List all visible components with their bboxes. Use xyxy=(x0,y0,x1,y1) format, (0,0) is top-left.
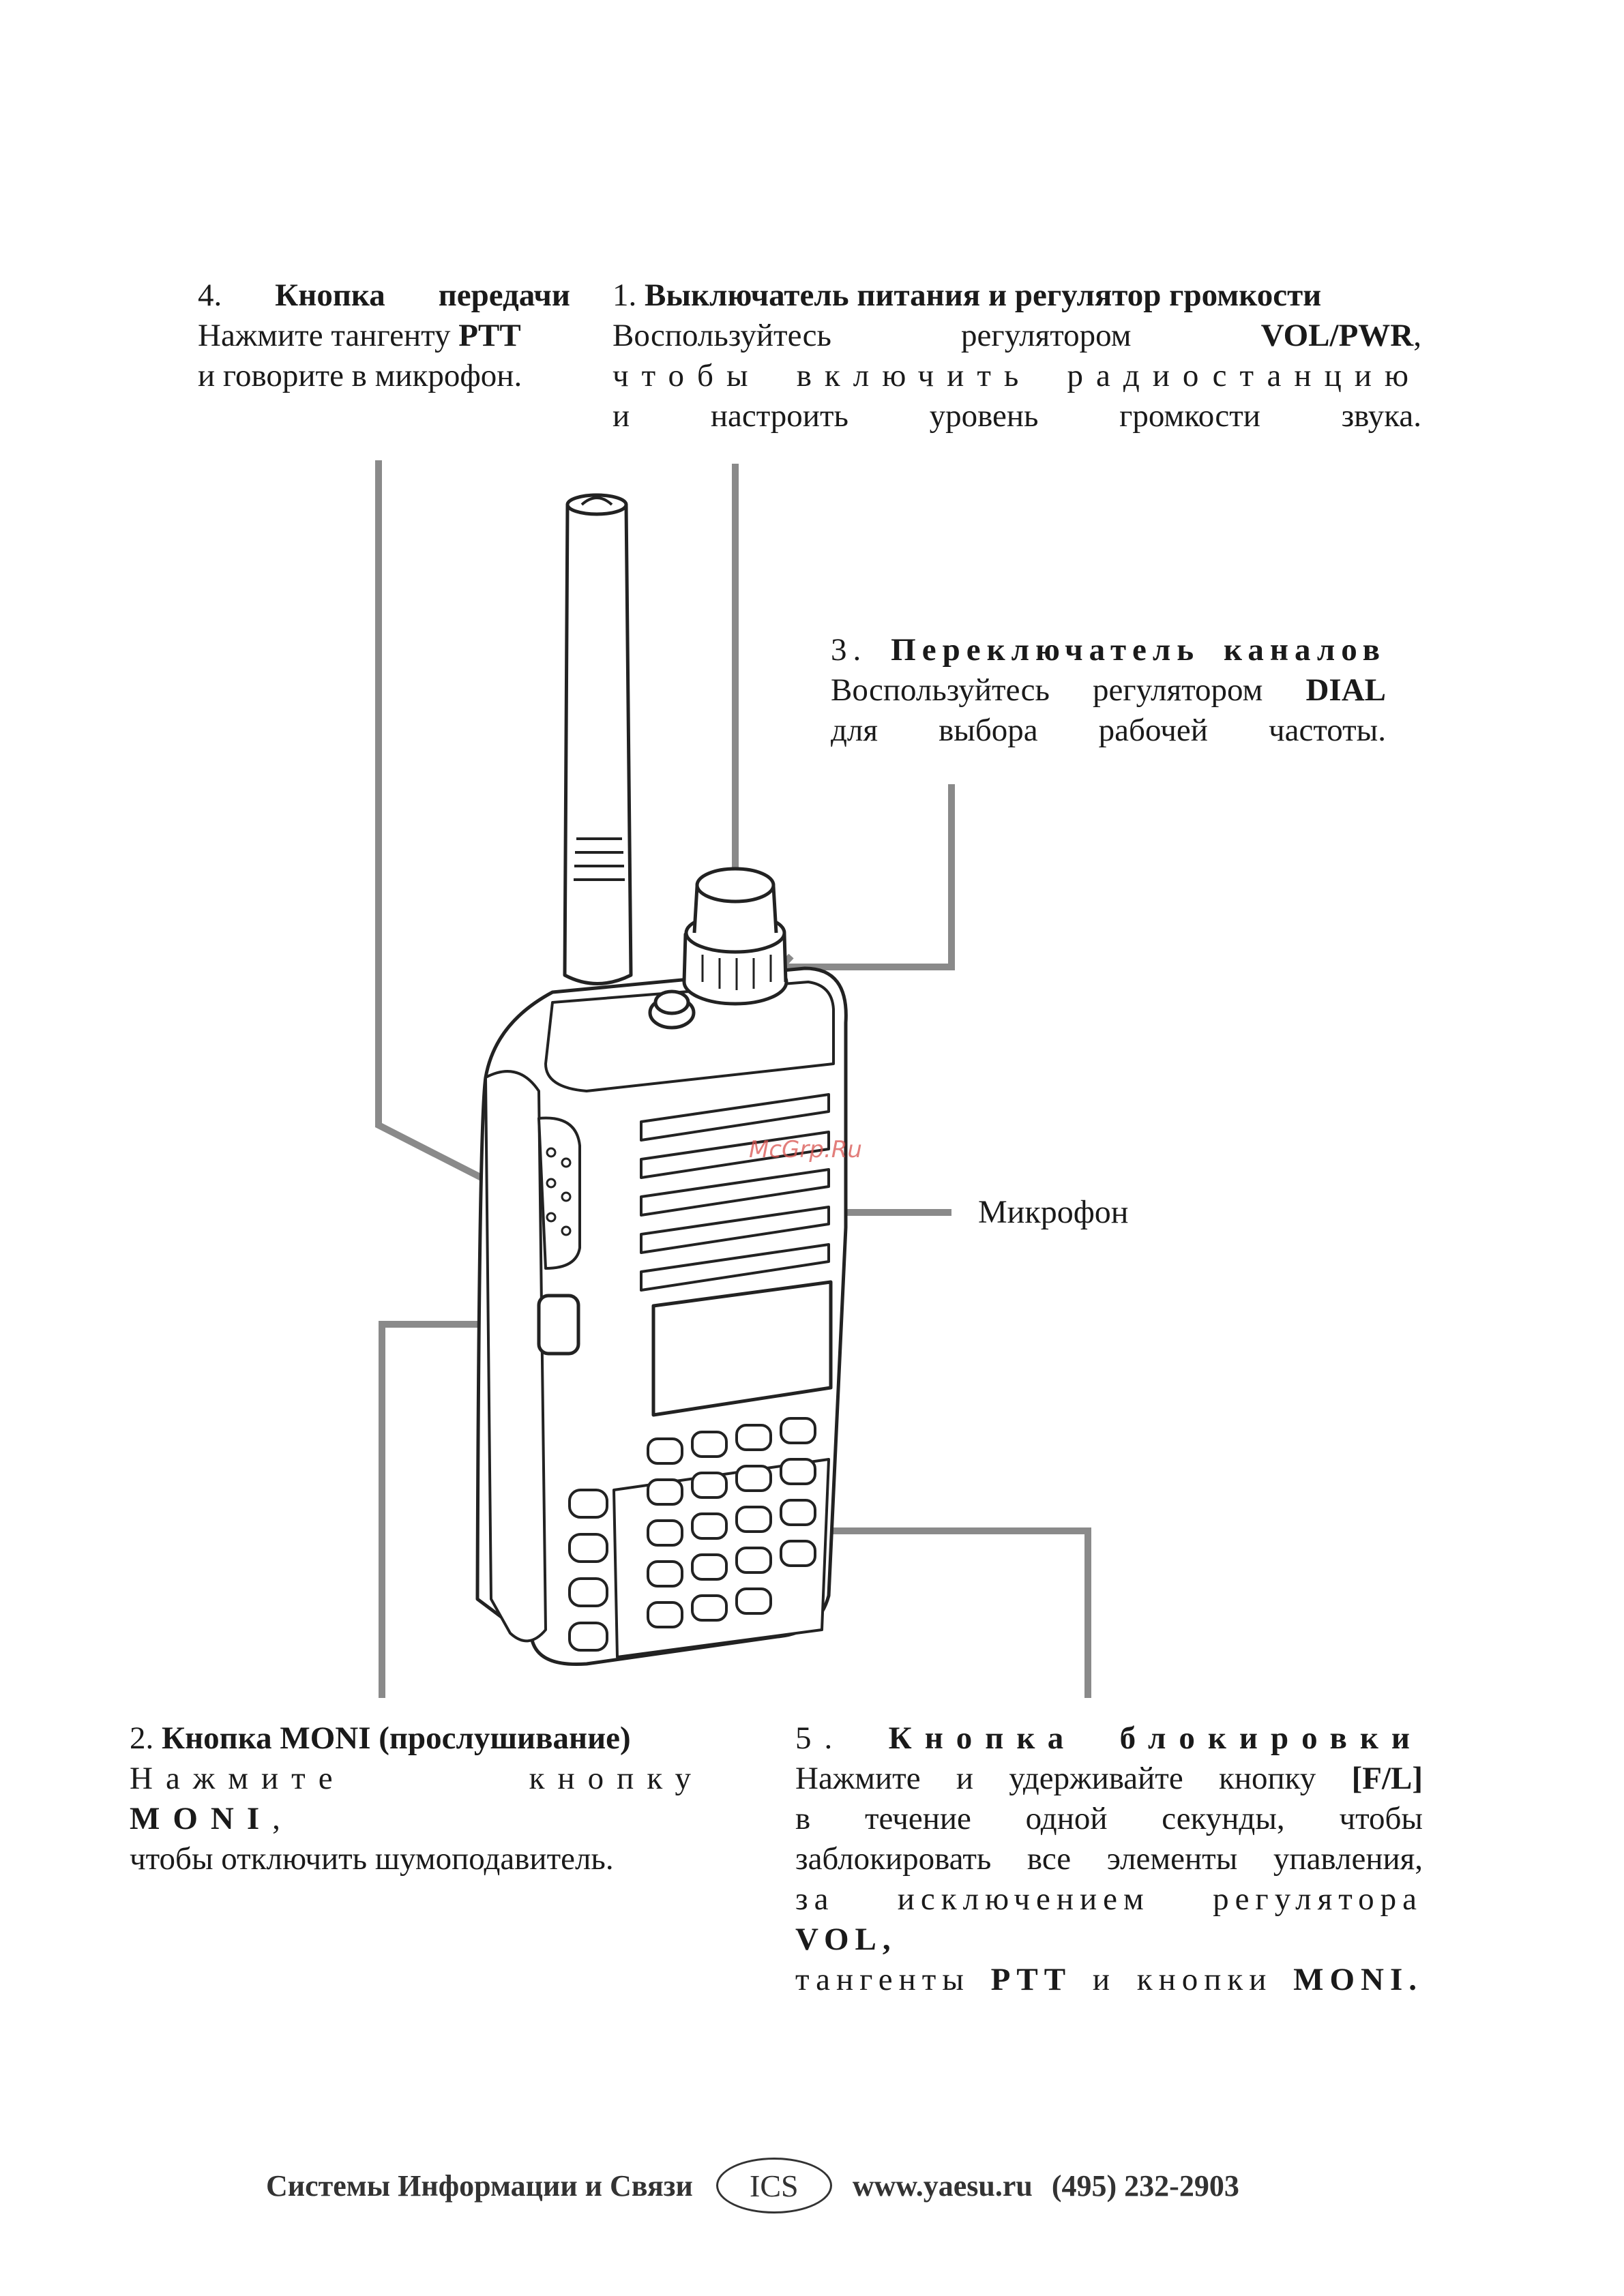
callout-ptt-line2: Нажмите тангенту PTT xyxy=(198,318,521,353)
side-grip xyxy=(484,1070,547,1643)
footer-website: www.yaesu.ru xyxy=(852,2168,1033,2203)
callout-vol-pwr-line4: и настроить уровень громкости звука. xyxy=(612,398,1421,434)
ptt-key xyxy=(537,1116,581,1270)
callout-lock-line4: заблокировать все элементы упавления, xyxy=(795,1841,1423,1877)
callout-moni-line2: Нажмите кнопку MONI, xyxy=(130,1761,704,1836)
footer-phone: (495) 232-2903 xyxy=(1051,2168,1239,2203)
ptt-dots xyxy=(546,1147,572,1236)
callout-vol-pwr-line3: чтобы включить радиостанцию xyxy=(612,358,1421,393)
speaker-grille xyxy=(640,1093,830,1292)
radio-body xyxy=(475,493,848,1667)
footer: Системы Информации и Связи ICS www.yaesu… xyxy=(266,2156,1239,2215)
leader-line-lock xyxy=(818,1527,1091,1698)
watermark: McGrp.Ru xyxy=(749,1136,862,1163)
callout-ptt-heading: 4. Кнопка передачи xyxy=(198,278,570,313)
ics-logo: ICS xyxy=(715,2158,832,2213)
dial-knob xyxy=(682,867,788,1006)
leader-line-dial xyxy=(773,784,955,970)
callout-dial: 3. Переключатель каналов Воспользуйтесь … xyxy=(831,630,1386,751)
callout-ptt-line3: и говорите в микрофон. xyxy=(198,358,522,393)
callout-lock-line3: в течение одной секунды, чтобы xyxy=(795,1801,1423,1836)
callout-moni: 2. Кнопка MONI (прослушивание) Нажмите к… xyxy=(130,1718,704,1879)
lcd-display xyxy=(651,1280,833,1417)
callout-lock-line6: тангенты PTT и кнопки MONI. xyxy=(795,1962,1423,1997)
callout-vol-pwr-heading: 1. Выключатель питания и регулятор громк… xyxy=(612,278,1322,313)
callout-ptt: 4. Кнопка передачи Нажмите тангенту PTT … xyxy=(198,275,570,396)
callout-dial-heading: 3. Переключатель каналов xyxy=(831,632,1386,668)
callout-lock-line2: Нажмите и удерживайте кнопку [F/L] xyxy=(795,1761,1423,1796)
side-buttons xyxy=(568,1489,608,1652)
callout-lock: 5. Кнопка блокировки Нажмите и удерживай… xyxy=(795,1718,1423,2000)
microphone-label: Микрофон xyxy=(978,1194,1129,1230)
callout-dial-line3: для выбора рабочей частоты. xyxy=(831,713,1386,748)
callout-moni-heading: 2. Кнопка MONI (прослушивание) xyxy=(130,1720,631,1756)
callout-dial-line2: Воспользуйтесь регулятором DIAL xyxy=(831,672,1386,708)
callout-moni-line3: чтобы отключить шумоподавитель. xyxy=(130,1841,614,1877)
keypad-keys xyxy=(647,1417,816,1628)
callout-vol-pwr: 1. Выключатель питания и регулятор громк… xyxy=(612,275,1421,436)
callout-lock-heading: 5. Кнопка блокировки xyxy=(795,1720,1423,1756)
moni-key xyxy=(537,1294,580,1356)
footer-company: Системы Информации и Связи xyxy=(266,2168,693,2203)
antenna xyxy=(563,493,633,985)
callout-vol-pwr-line2: Воспользуйтесь регулятором VOL/PWR, xyxy=(612,318,1421,353)
callout-lock-line5: за исключением регулятора VOL, xyxy=(795,1881,1423,1957)
